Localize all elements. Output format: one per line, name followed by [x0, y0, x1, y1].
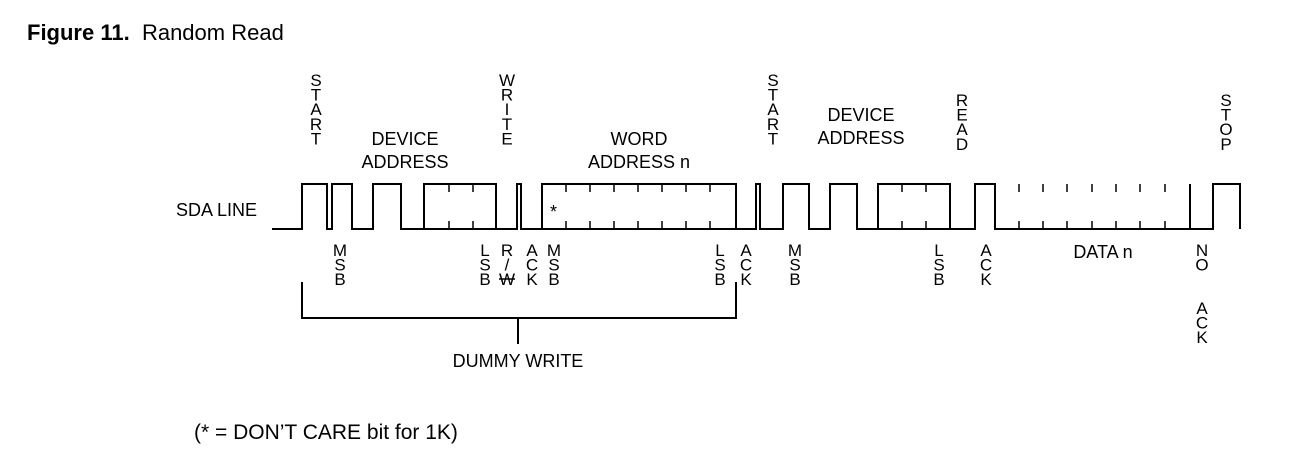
data-label: DATA n: [1073, 242, 1132, 262]
word-address-line1: WORD: [611, 129, 668, 149]
device-address-2-line1: DEVICE: [827, 105, 894, 125]
sda-waveform: [272, 183, 1241, 230]
word-address-line2: ADDRESS n: [588, 152, 690, 172]
sda-line-label: SDA LINE: [176, 200, 257, 220]
dummy-write-bracket: [301, 282, 737, 319]
figure-number: Figure 11.: [27, 20, 130, 45]
device-address-2-line2: ADDRESS: [817, 128, 904, 148]
dummy-write-label: DUMMY WRITE: [453, 351, 584, 371]
device-address-1-line2: ADDRESS: [361, 152, 448, 172]
footnote: (* = DON’T CARE bit for 1K): [194, 421, 458, 444]
bit-ticks: [448, 184, 1166, 229]
rw-label: R/W: [499, 241, 515, 289]
figure-title: Figure 11. Random Read: [27, 20, 284, 46]
device-address-1-line1: DEVICE: [371, 129, 438, 149]
figure-caption: Random Read: [141, 20, 284, 45]
dont-care-asterisk: *: [550, 202, 557, 222]
